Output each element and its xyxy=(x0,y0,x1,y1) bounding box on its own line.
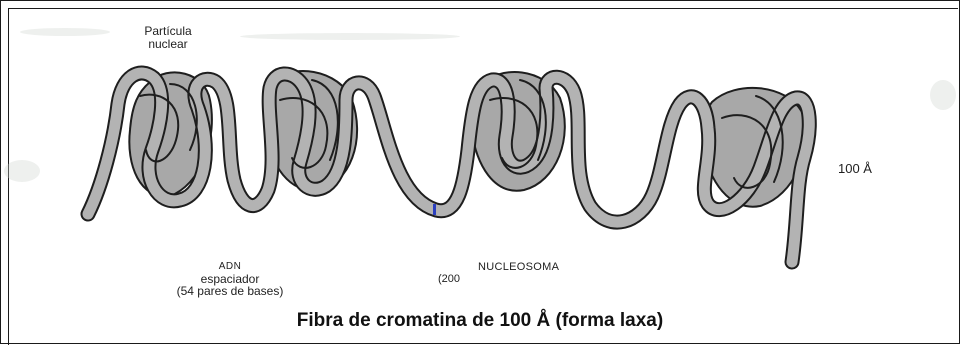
nuclear-particle-label-line2: nuclear xyxy=(118,38,218,51)
figure-caption: Fibra de cromatina de 100 Å (forma laxa) xyxy=(0,310,960,332)
nuclear-particle-label-line1: Partícula xyxy=(118,25,218,38)
linker-dna-label-line3: (54 pares de bases) xyxy=(130,285,330,298)
fiber-width-label: 100 Å xyxy=(838,162,898,176)
nuclear-particle-label: Partícula nuclear xyxy=(118,25,218,50)
nucleosome-label-line1: NUCLEOSOMA xyxy=(438,262,618,274)
linker-dna-label-line1: ADN xyxy=(130,262,330,273)
linker-marker xyxy=(433,204,436,215)
nucleosome-label: NUCLEOSOMA (200 xyxy=(438,262,618,285)
linker-dna-label: ADN espaciador (54 pares de bases) xyxy=(130,262,330,298)
nucleosome-label-line2: (200 xyxy=(438,274,618,286)
